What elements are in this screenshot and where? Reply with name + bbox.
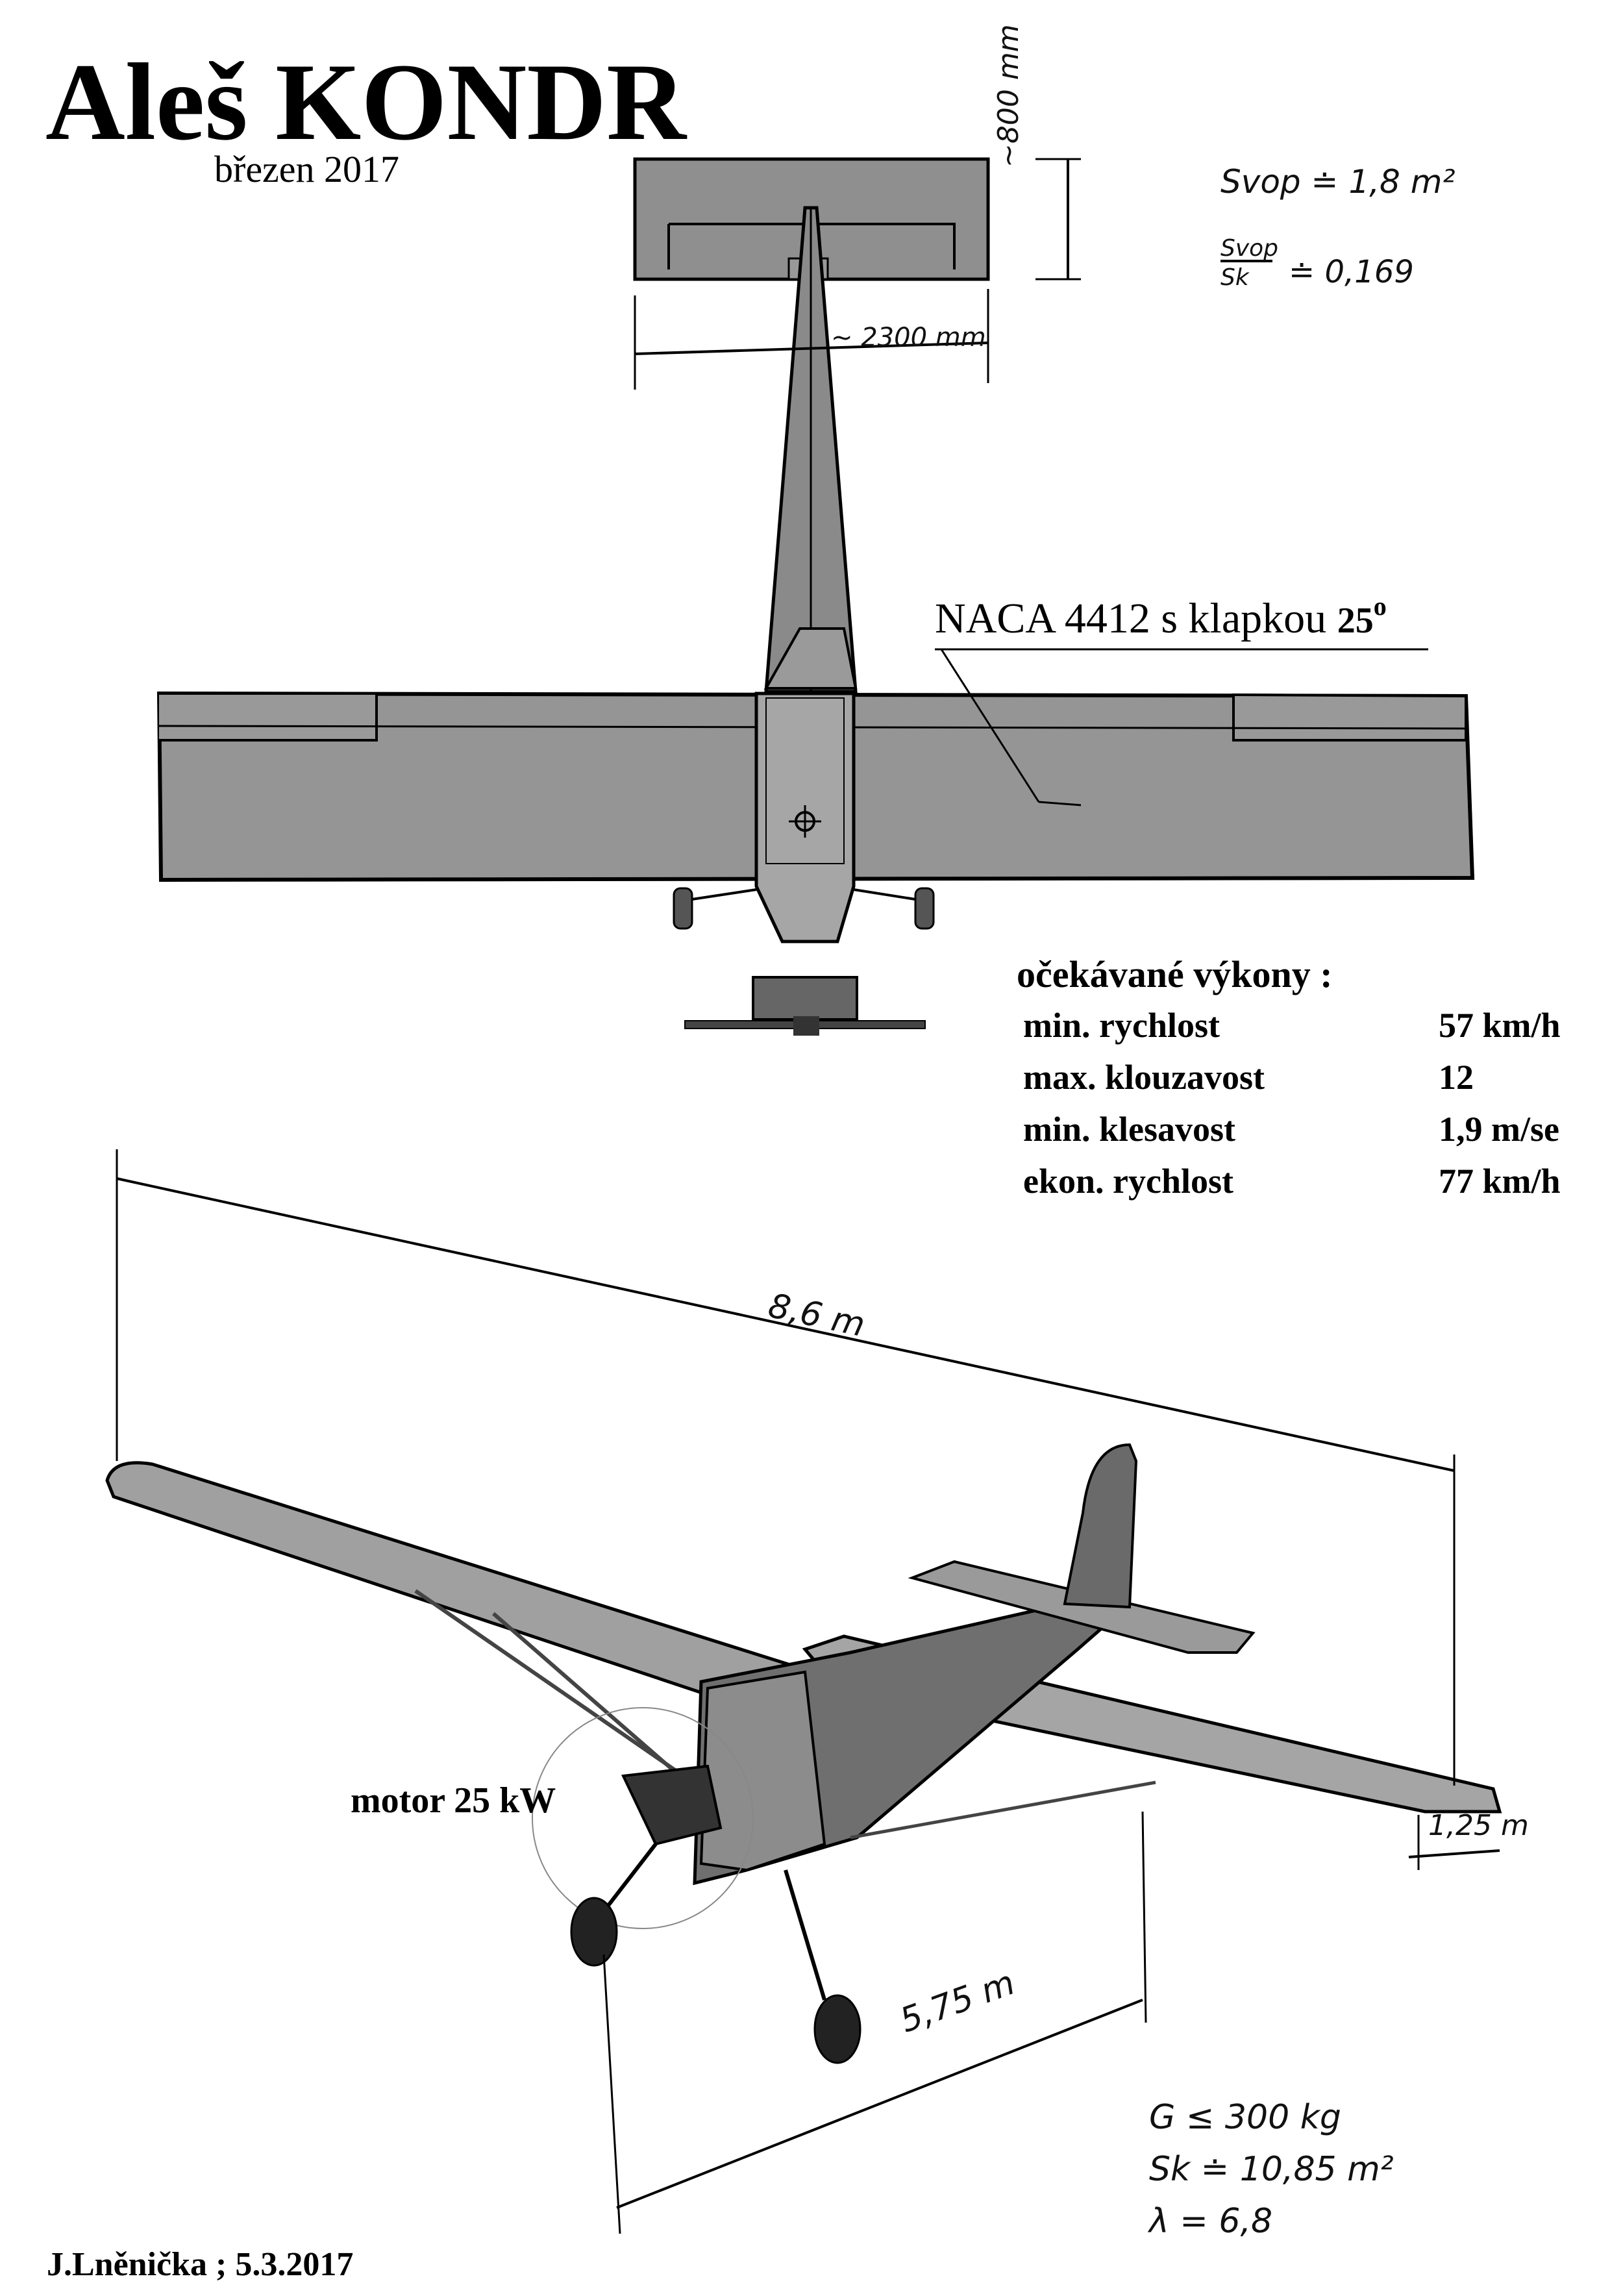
performance-value: 12	[1439, 1058, 1474, 1097]
gear-leg-right	[784, 1869, 826, 2001]
airfoil-leader	[940, 649, 1040, 803]
motor-label: motor 25 kW	[351, 1780, 556, 1821]
cabin-window	[765, 697, 845, 864]
wing-area-spec: Sk ≐ 10,85 m²	[1149, 2150, 1394, 2189]
drawing-date: březen 2017	[214, 148, 400, 190]
performance-label: min. klesavost	[1023, 1110, 1236, 1149]
performance-row: min. klesavost 1,9 m/se	[1023, 1109, 1594, 1151]
dim-125-line	[1408, 1849, 1500, 1858]
top-view-aircraft	[156, 157, 1475, 1036]
performance-value: 1,9 m/se	[1439, 1110, 1559, 1149]
dim-575-ext-left	[602, 1954, 621, 2234]
flap-angle-unit: o	[1373, 592, 1387, 621]
cabin	[699, 1670, 826, 1872]
gear-strut-left	[691, 888, 757, 901]
spinner	[793, 1016, 819, 1036]
engine	[752, 976, 858, 1021]
strut-right-1	[850, 1780, 1156, 1840]
wheel-right	[914, 887, 935, 930]
aileron-left	[159, 692, 378, 742]
elevator-line	[667, 223, 956, 269]
wheel-front-right	[813, 1994, 861, 2064]
performance-value: 57 km/h	[1439, 1006, 1561, 1045]
author-signature: J.Lněnička ; 5.3.2017	[47, 2246, 354, 2283]
performance-label: ekon. rychlost	[1023, 1162, 1233, 1201]
stabilizer	[908, 1560, 1256, 1654]
aileron-right	[1232, 693, 1467, 742]
cabin-top	[763, 627, 858, 690]
airfoil-leader-tip	[1038, 801, 1082, 806]
tail-area-note: Svop ≐ 1,8 m²	[1220, 163, 1456, 201]
performance-row: max. klouzavost 12	[1023, 1057, 1594, 1099]
flap-angle: 25	[1337, 601, 1374, 641]
aspect-ratio-spec: λ = 6,8	[1149, 2202, 1273, 2241]
dim-2300-line	[634, 342, 989, 355]
tail-span-dimension: ~ 2300 mm	[831, 323, 986, 353]
propeller-disk	[532, 1707, 754, 1929]
performance-row: min. rychlost 57 km/h	[1023, 1005, 1594, 1047]
weight-spec: G ≤ 300 kg	[1149, 2098, 1341, 2137]
dim-86-line	[116, 1177, 1455, 1472]
dim-575-ext-right	[1141, 1811, 1147, 2023]
perspective-engine	[621, 1764, 723, 1846]
tail-chord-dimension: ~800 mm	[992, 24, 1025, 168]
performance-label: max. klouzavost	[1023, 1058, 1265, 1097]
gear-leg-left	[599, 1843, 658, 1917]
dim-575-line	[616, 1999, 1143, 2209]
ratio-numerator: Svop	[1220, 235, 1279, 262]
airfoil-text: NACA 4412 s klapkou	[935, 595, 1327, 642]
strut-left-2	[492, 1612, 696, 1791]
gear-strut-right	[853, 888, 916, 901]
perspective-dimensions	[116, 1149, 1500, 2234]
perspective-view-aircraft	[105, 1443, 1502, 2064]
strut-left-1	[414, 1589, 689, 1781]
airfoil-label: NACA 4412 s klapkou 25o	[935, 593, 1387, 642]
ratio-denominator: Sk	[1220, 264, 1249, 291]
vertical-fin	[1063, 1443, 1138, 1609]
top-view-dimensions	[634, 158, 1428, 806]
drawing-title: Aleš KONDR	[45, 41, 686, 163]
wheel-left	[673, 887, 693, 930]
performance-heading: očekávané výkony :	[1017, 953, 1333, 995]
performance-value: 77 km/h	[1439, 1162, 1561, 1201]
performance-label: min. rychlost	[1023, 1006, 1220, 1045]
performance-row: ekon. rychlost 77 km/h	[1023, 1161, 1594, 1203]
wheel-front-left	[570, 1897, 618, 1967]
chord-dimension: 1,25 m	[1428, 1809, 1529, 1842]
ratio-value: ≐ 0,169	[1289, 254, 1414, 290]
